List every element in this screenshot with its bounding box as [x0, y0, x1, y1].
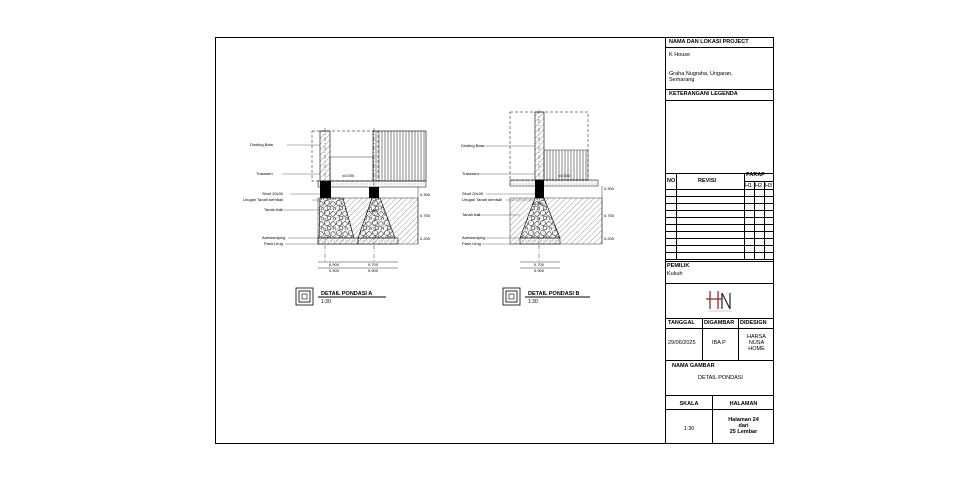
page-line-3: 25 Lembar [729, 429, 758, 435]
value-didesign-3: HOME [748, 346, 765, 352]
drawing-name: DETAIL PONDASI [698, 375, 743, 381]
detail-pondasi-b: Dinding Bata Trassram Sloof 20x30 Urugan… [461, 110, 615, 306]
value-didesign-1: HARSA [747, 334, 766, 340]
project-location-2: Semarang [669, 77, 695, 83]
label-aanstamping-b: Aanstamping [462, 235, 485, 240]
label-trassram-b: Trassram [462, 171, 479, 176]
label-sloof-b: Sloof 20x30 [462, 191, 484, 196]
project-location-1: Graha Nugraha, Ungaran, [669, 71, 733, 77]
label-tanah-asli-a: Tanah Asli [264, 207, 282, 212]
owner-heading: PEMILIK [667, 263, 690, 269]
value-didesign-2: NUSA [748, 340, 765, 346]
detail-a-scale: 1:30 [321, 299, 331, 305]
label-urugan-a: Urugan Tanah kembali [243, 197, 283, 202]
floor-b [509, 179, 599, 187]
dim-right-b-2: 0.750 [604, 213, 615, 218]
value-tanggal: 29/06/2025 [668, 340, 696, 346]
header-tanggal: TANGGAL [668, 320, 695, 326]
owner-name: Kukuh [667, 271, 683, 277]
elev-mid-a: -0.300 [366, 208, 378, 213]
company-logo [706, 291, 732, 312]
dim-bottom-a-1: 0.900 [329, 262, 340, 267]
rev-col-h2: H2 [755, 183, 763, 189]
rev-revisi-label: REVISI [698, 178, 717, 184]
page-heading: HALAMAN [729, 401, 758, 407]
stairs-b [543, 149, 589, 181]
label-urugan-b: Urugan Tanah kembali [462, 197, 502, 202]
detail-b-title: DETAIL PONDASI B [528, 291, 579, 297]
sloof-a-left [320, 181, 331, 198]
dim-right-a-3: 0.200 [420, 236, 431, 241]
label-dinding-bata-b: Dinding Bata [461, 143, 485, 148]
label-pasir-urug-b: Pasir Urug [462, 241, 481, 246]
detail-symbol-b [502, 287, 521, 306]
detail-pondasi-a: Dinding Bata Trassram Sloof 20x30 Urugan… [243, 128, 431, 306]
wall-right-a [372, 130, 427, 182]
detail-a-title: DETAIL PONDASI A [321, 291, 372, 297]
value-digambar: IBA P [712, 340, 726, 346]
rev-col-h1: H1 [745, 183, 753, 189]
dim-bottom-b-2: 0.900 [534, 268, 545, 273]
label-sloof-a: Sloof 20x30 [262, 191, 284, 196]
rev-col-h3: H3 [765, 183, 773, 189]
rev-no-label: NO [667, 178, 676, 184]
rev-paraf-label: PARAF [746, 172, 765, 178]
dim-bottom-a-2: 0.700 [368, 262, 379, 267]
dim-bottom-a-4: 0.900 [368, 268, 379, 273]
dim-right-a-2: 0.750 [420, 213, 431, 218]
dim-right-a-1: 0.300 [420, 192, 431, 197]
detail-b-scale: 1:30 [528, 299, 538, 305]
dim-bottom-b-1: 0.700 [534, 262, 545, 267]
project-name: K House [669, 52, 691, 58]
dim-right-b-3: 0.200 [604, 236, 615, 241]
label-trassram-a: Trassram [256, 171, 273, 176]
label-tanah-asli-b: Tanah Asli [462, 212, 480, 217]
wall-b [534, 111, 545, 181]
label-pasir-urug-a: Pasir Urug [264, 241, 283, 246]
dim-bottom-a-3: 0.900 [329, 268, 340, 273]
scale-heading: SKALA [679, 401, 699, 407]
elev-top-a: ±0.000 [342, 173, 355, 178]
label-aanstamping-a: Aanstamping [262, 235, 285, 240]
legend-heading: KETERANGAN/ LEGENDA [669, 91, 738, 97]
elev-mid-b: -0.300 [532, 201, 544, 206]
page-line-2: dari [738, 423, 749, 429]
elev-top-b: ±0.000 [558, 173, 571, 178]
drawing-name-heading: NAMA GAMBAR [672, 363, 715, 369]
label-dinding-bata-a: Dinding Bata [250, 142, 274, 147]
scale-value: 1:30 [683, 426, 695, 432]
project-heading: NAMA DAN LOKASI PROJECT [669, 39, 749, 45]
page-line-1: Halaman 24 [728, 417, 759, 423]
header-digambar: DIGAMBAR [704, 320, 735, 326]
floor-a [317, 180, 427, 188]
title-block: NAMA DAN LOKASI PROJECT K House Graha Nu… [665, 37, 774, 444]
dim-right-b-1: 0.300 [604, 186, 615, 191]
drawing-sheet [215, 37, 774, 444]
sloof-b [535, 180, 544, 198]
detail-symbol-a [295, 287, 314, 306]
header-didesign: DIDESIGN [740, 320, 767, 326]
